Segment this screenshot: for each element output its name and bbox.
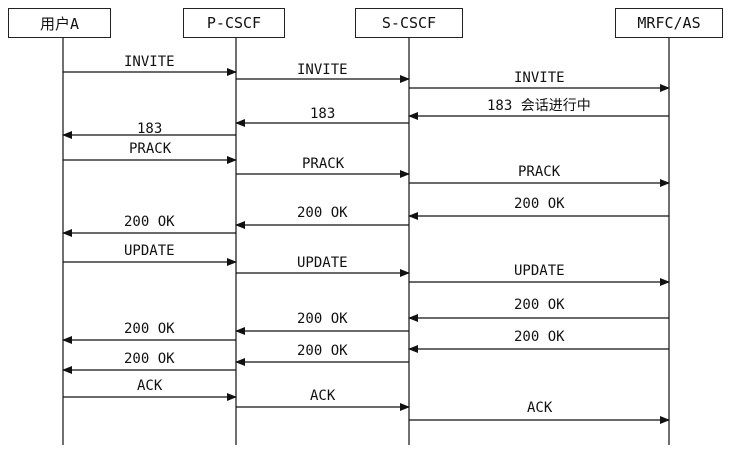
message-label: 200 OK xyxy=(124,214,175,230)
message-label: ACK xyxy=(310,388,336,404)
message-label: UPDATE xyxy=(124,243,175,259)
message-label: PRACK xyxy=(129,141,172,157)
actor-box-mrfc: MRFC/AS xyxy=(615,8,723,38)
message-label: ACK xyxy=(527,400,553,416)
message-label: 200 OK xyxy=(124,351,175,367)
message-label: 200 OK xyxy=(297,343,348,359)
message-label: INVITE xyxy=(124,54,175,70)
message-label: 183 xyxy=(310,106,336,122)
message-label: 200 OK xyxy=(124,321,175,337)
message-label: 183 会话进行中 xyxy=(487,98,591,114)
message-label: 183 xyxy=(137,121,163,137)
message-label: 200 OK xyxy=(514,297,565,313)
message-label: PRACK xyxy=(302,156,345,172)
message-label: UPDATE xyxy=(297,255,348,271)
actor-label: MRFC/AS xyxy=(637,14,701,32)
message-label: 200 OK xyxy=(514,329,565,345)
actor-label: 用户A xyxy=(39,14,80,33)
message-label: INVITE xyxy=(514,70,565,86)
message-label: 200 OK xyxy=(297,311,348,327)
message-label: PRACK xyxy=(518,164,561,180)
message-label: INVITE xyxy=(297,62,348,78)
actor-box-ua: 用户A xyxy=(8,8,111,38)
actor-box-pcscf: P-CSCF xyxy=(183,8,285,38)
actor-label: S-CSCF xyxy=(381,14,437,32)
message-label: 200 OK xyxy=(514,196,565,212)
message-label: 200 OK xyxy=(297,205,348,221)
actor-label: P-CSCF xyxy=(206,14,262,32)
actor-box-scscf: S-CSCF xyxy=(355,8,463,38)
message-label: ACK xyxy=(137,378,163,394)
message-label: UPDATE xyxy=(514,263,565,279)
